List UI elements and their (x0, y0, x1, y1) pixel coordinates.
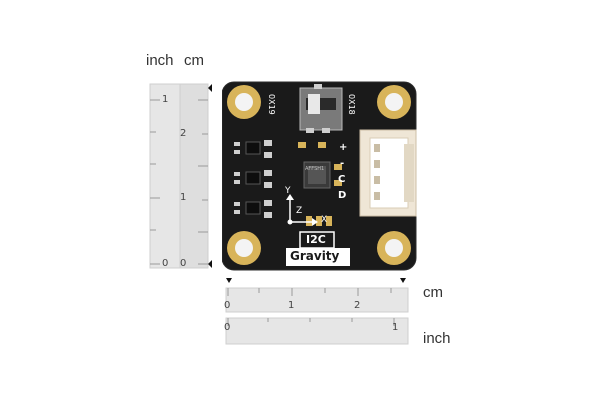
pin-label-c: C (338, 174, 346, 185)
bottom-cm-label: cm (423, 284, 443, 301)
address-label-0x18: 0X18 (347, 94, 356, 115)
bottom-inch-label: inch (423, 330, 451, 347)
address-label-0x19: 0X19 (267, 94, 276, 115)
axis-label-y: Y (285, 186, 291, 196)
pin-label-d: D (338, 190, 347, 201)
mounting-hole-bl (227, 231, 261, 265)
bottom-inch-num-0: 0 (224, 322, 231, 333)
axis-label-x: X (321, 215, 328, 225)
bottom-inch-num-1: 1 (392, 322, 399, 333)
gravity-connector (359, 129, 417, 217)
pin-label-minus: - (340, 158, 345, 169)
mounting-hole-tl (227, 85, 261, 119)
i2c-label: I2C (306, 233, 326, 246)
axis-label-z: Z (296, 206, 303, 216)
mounting-hole-br (377, 231, 411, 265)
left-cm-num-1: 1 (180, 192, 187, 203)
bottom-cm-num-1: 1 (288, 300, 295, 311)
left-inch-label: inch (146, 52, 174, 69)
left-cm-num-2: 2 (180, 128, 187, 139)
address-switch (299, 84, 343, 133)
bottom-cm-num-0: 0 (224, 300, 231, 311)
bottom-ruler (225, 278, 409, 345)
left-ruler (149, 83, 212, 269)
left-inch-num-0: 0 (162, 258, 169, 269)
left-cm-num-0: 0 (180, 258, 187, 269)
mounting-hole-tr (377, 85, 411, 119)
chip-marking: AFFSH1 (305, 166, 325, 172)
left-inch-num-1: 1 (162, 94, 169, 105)
gravity-label: Gravity (290, 249, 340, 263)
sensor-board (222, 81, 417, 271)
pin-label-plus: + (339, 142, 348, 153)
bottom-cm-num-2: 2 (354, 300, 361, 311)
left-cm-label: cm (184, 52, 204, 69)
